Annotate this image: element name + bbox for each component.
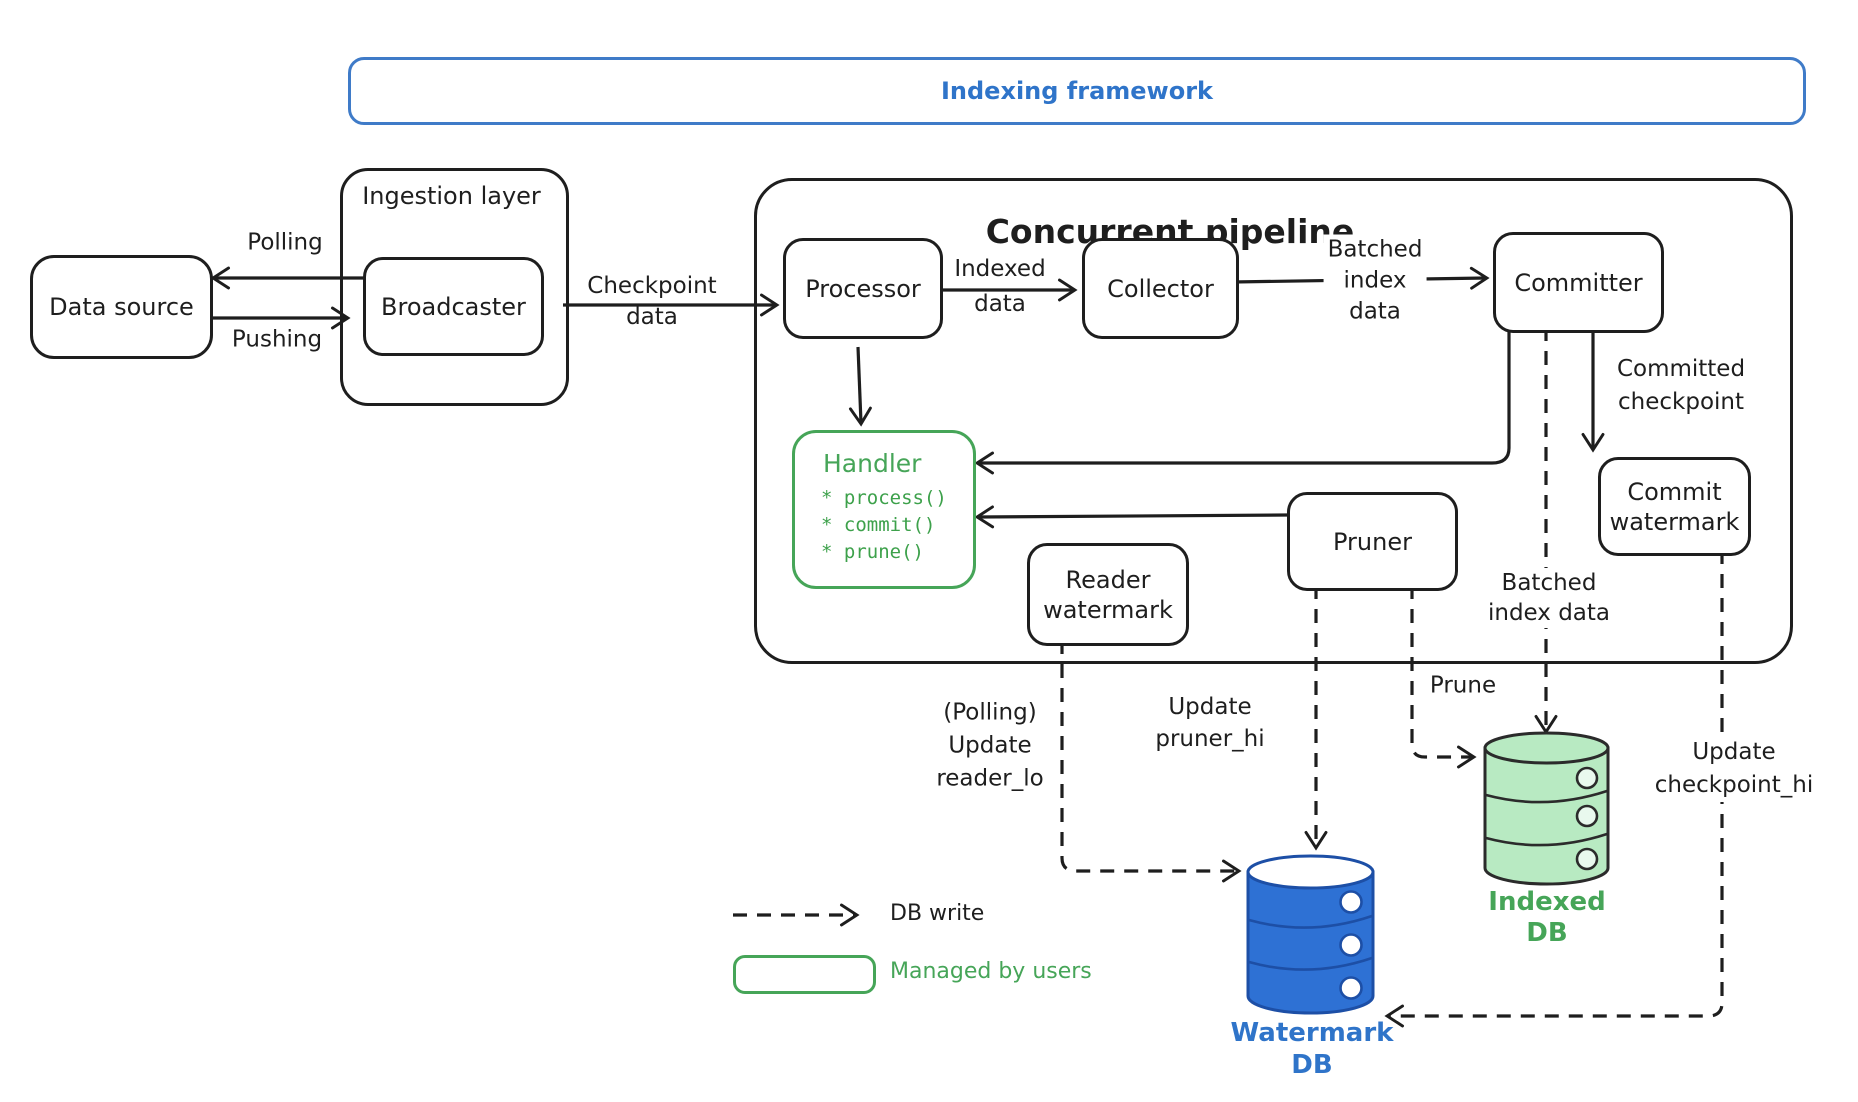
legend-managed-by-users-swatch [733, 955, 876, 994]
label-update-pruner-hi: Update pruner_hi [1155, 694, 1265, 752]
label-checkpoint-data: Checkpoint data [587, 273, 717, 330]
label-prune: Prune [1429, 672, 1497, 699]
node-handler: Handler * process() * commit() * prune() [792, 430, 976, 589]
label-indexed-db: Indexed DB [1488, 887, 1606, 948]
pruner-label: Pruner [1333, 527, 1412, 556]
indexed-db-cylinder [1483, 731, 1610, 886]
label-update-reader-lo: (Polling) Update reader_lo [936, 699, 1044, 792]
label-watermark-db: Watermark DB [1230, 1018, 1394, 1080]
node-collector: Collector [1082, 238, 1239, 339]
node-pruner: Pruner [1287, 492, 1458, 591]
label-committed-checkpoint: Committed checkpoint [1616, 356, 1746, 415]
label-batched-index-data-top: Batched index data [1323, 234, 1427, 328]
processor-to-handler-arrow [848, 346, 872, 427]
banner-indexing-framework: Indexing framework [348, 57, 1806, 125]
node-broadcaster: Broadcaster [363, 257, 544, 356]
handler-item-prune: * prune() [821, 541, 924, 563]
broadcaster-label: Broadcaster [381, 292, 526, 321]
data-source-label: Data source [49, 293, 194, 321]
label-pushing: Pushing [231, 326, 323, 353]
node-commit-watermark: Commit watermark [1598, 457, 1751, 556]
collector-label: Collector [1107, 274, 1214, 303]
watermark-db-cylinder [1246, 854, 1375, 1015]
pruner-to-handler-arrow [974, 505, 1288, 529]
handler-item-commit: * commit() [821, 514, 936, 536]
ingestion-layer-label: Ingestion layer [362, 182, 541, 210]
label-batched-index-data-bottom: Batched index data [1483, 568, 1615, 628]
handler-item-process: * process() [821, 487, 947, 509]
banner-label: Indexing framework [940, 77, 1213, 105]
processor-label: Processor [805, 274, 921, 303]
node-committer: Committer [1493, 232, 1664, 333]
node-data-source: Data source [30, 255, 213, 359]
handler-items: * process() * commit() * prune() [821, 485, 947, 566]
handler-title: Handler [823, 449, 922, 478]
update-checkpoint-hi-arrow [1384, 550, 1724, 1028]
update-reader-lo-arrow [1060, 640, 1242, 883]
node-processor: Processor [783, 238, 943, 339]
label-update-checkpoint-hi: Update checkpoint_hi [1650, 736, 1818, 802]
legend-db-write-label: DB write [890, 901, 985, 926]
node-reader-watermark: Reader watermark [1027, 543, 1189, 646]
label-polling: Polling [247, 229, 323, 256]
legend-managed-by-users-label: Managed by users [890, 959, 1092, 984]
committer-to-handler-arrow [974, 327, 1511, 475]
label-indexed-data: Indexed data [954, 256, 1046, 317]
prune-arrow [1410, 585, 1477, 769]
committer-label: Committer [1514, 268, 1643, 297]
